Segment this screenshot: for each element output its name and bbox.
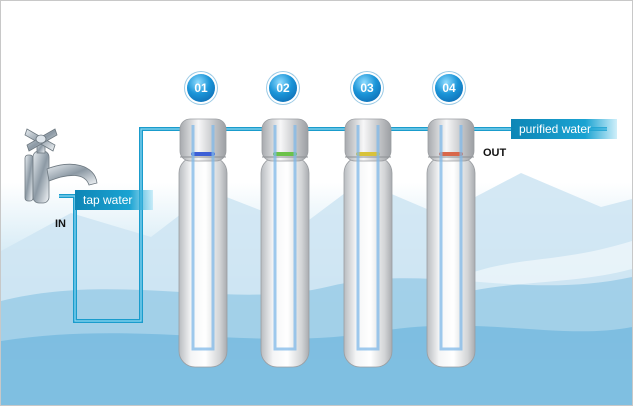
- stage-badge-02: 02: [269, 74, 297, 102]
- cartridge-body: [343, 156, 393, 368]
- internal-flow-path: [439, 125, 463, 351]
- internal-flow-path: [273, 125, 297, 351]
- cartridge-body: [178, 156, 228, 368]
- faucet-icon: [24, 128, 98, 204]
- stage-color-band: [191, 152, 215, 156]
- internal-flow-path: [356, 125, 380, 351]
- purified-water-label: purified water: [511, 119, 617, 139]
- inlet-side-label: IN: [55, 218, 66, 230]
- stage-color-band: [439, 152, 463, 156]
- tap-water-label: tap water: [75, 190, 153, 210]
- stage-badge-04: 04: [435, 74, 463, 102]
- stage-badge-03: 03: [353, 74, 381, 102]
- filter-cartridge-01: [178, 118, 228, 368]
- cartridge-body: [426, 156, 476, 368]
- stage-color-band: [356, 152, 380, 156]
- outlet-side-label: OUT: [483, 147, 507, 159]
- internal-flow-path: [191, 125, 215, 351]
- filter-cartridge-04: [426, 118, 476, 368]
- wave-foam: [471, 241, 632, 291]
- filter-cartridge-02: [260, 118, 310, 368]
- filter-cartridge-03: [343, 118, 393, 368]
- stage-color-band: [273, 152, 297, 156]
- filter-cartridges: [178, 118, 476, 368]
- cartridge-body: [260, 156, 310, 368]
- stage-badge-01: 01: [187, 74, 215, 102]
